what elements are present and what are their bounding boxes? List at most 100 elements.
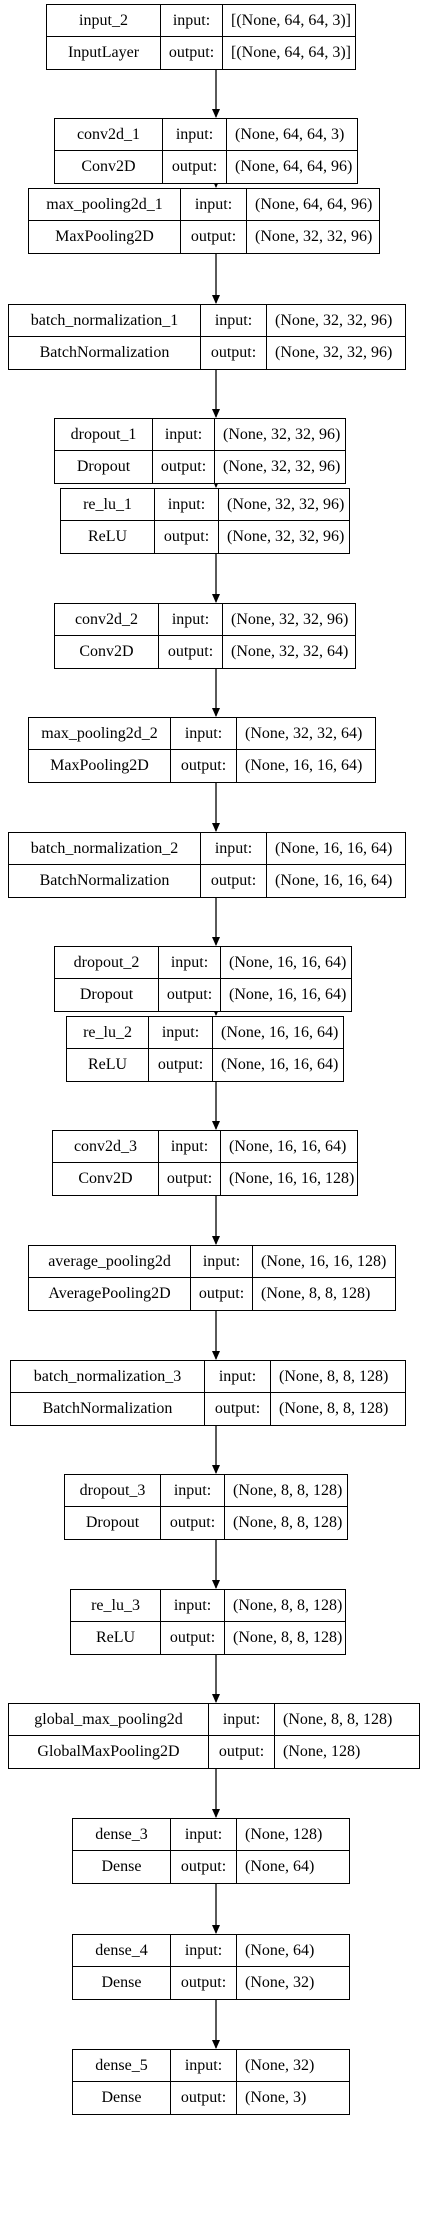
- layer-name: batch_normalization_1: [9, 305, 201, 337]
- layer-type: MaxPooling2D: [29, 221, 181, 253]
- layer-type: AveragePooling2D: [29, 1278, 191, 1310]
- output-label: output:: [159, 636, 223, 668]
- input-label: input:: [171, 1935, 237, 1967]
- input-label: input:: [161, 5, 223, 37]
- input-shape: (None, 8, 8, 128): [225, 1590, 345, 1622]
- output-shape: (None, 16, 16, 64): [275, 872, 393, 889]
- output-label: output:: [161, 1507, 225, 1539]
- layer-type: BatchNormalization: [11, 1393, 205, 1425]
- input-label: input:: [163, 119, 227, 151]
- output-label: output:: [205, 1393, 271, 1425]
- layer-name: dropout_2: [55, 947, 159, 979]
- input-shape: (None, 64, 64, 3): [227, 119, 357, 151]
- input-label: input:: [161, 1590, 225, 1622]
- input-label: input:: [201, 833, 267, 865]
- layer-name: average_pooling2d: [29, 1246, 191, 1278]
- output-label: output:: [209, 1736, 275, 1768]
- output-shape: (None, 8, 8, 128): [233, 1629, 343, 1646]
- output-label: output:: [171, 1967, 237, 1999]
- layer-type: Conv2D: [55, 151, 163, 183]
- output-shape: (None, 16, 16, 64): [229, 986, 347, 1003]
- output-shape: (None, 128): [283, 1743, 361, 1760]
- output-label: output:: [153, 451, 215, 483]
- output-label: output:: [159, 979, 221, 1011]
- input-shape: (None, 32, 32, 64): [237, 718, 375, 750]
- input-shape: (None, 32): [237, 2050, 349, 2082]
- input-shape: [(None, 64, 64, 3)]: [223, 5, 355, 37]
- input-label: input:: [201, 305, 267, 337]
- input-label: input:: [159, 1131, 221, 1163]
- input-shape: (None, 16, 16, 64): [221, 1131, 357, 1163]
- output-label: output:: [171, 2082, 237, 2114]
- input-shape: (None, 32, 32, 96): [267, 305, 405, 337]
- layer-type: Dense: [73, 1967, 171, 1999]
- output-label: output:: [149, 1049, 213, 1081]
- layer-name: input_2: [47, 5, 161, 37]
- layer-type: BatchNormalization: [9, 865, 201, 897]
- input-shape: (None, 16, 16, 64): [213, 1017, 343, 1049]
- output-shape: (None, 32, 32, 96): [223, 458, 341, 475]
- input-shape: (None, 8, 8, 128): [271, 1361, 405, 1393]
- input-label: input:: [191, 1246, 253, 1278]
- layer-type: ReLU: [67, 1049, 149, 1081]
- output-label: output:: [191, 1278, 253, 1310]
- output-shape: (None, 32): [245, 1974, 315, 1991]
- layer-name: batch_normalization_3: [11, 1361, 205, 1393]
- layer-type: GlobalMaxPooling2D: [9, 1736, 209, 1768]
- input-shape: (None, 8, 8, 128): [275, 1704, 419, 1736]
- input-label: input:: [171, 2050, 237, 2082]
- output-shape: (None, 8, 8, 128): [261, 1285, 371, 1302]
- layer-type: MaxPooling2D: [29, 750, 171, 782]
- layer-type: Dropout: [55, 451, 153, 483]
- layer-name: dense_5: [73, 2050, 171, 2082]
- output-shape: (None, 8, 8, 128): [279, 1400, 389, 1417]
- input-shape: (None, 16, 16, 64): [221, 947, 351, 979]
- input-shape: (None, 64): [237, 1935, 349, 1967]
- layer-type: Conv2D: [53, 1163, 159, 1195]
- output-shape: (None, 16, 16, 64): [245, 757, 363, 774]
- output-shape: (None, 32, 32, 96): [275, 344, 393, 361]
- input-label: input:: [181, 189, 247, 221]
- output-shape: (None, 32, 32, 64): [231, 643, 349, 660]
- layer-name: conv2d_3: [53, 1131, 159, 1163]
- layer-name: conv2d_1: [55, 119, 163, 151]
- input-label: input:: [149, 1017, 213, 1049]
- layer-name: max_pooling2d_2: [29, 718, 171, 750]
- layer-type: Dropout: [65, 1507, 161, 1539]
- layer-name: re_lu_3: [71, 1590, 161, 1622]
- layer-name: batch_normalization_2: [9, 833, 201, 865]
- layer-name: dropout_1: [55, 419, 153, 451]
- input-label: input:: [159, 947, 221, 979]
- layer-type: Conv2D: [55, 636, 159, 668]
- output-label: output:: [181, 221, 247, 253]
- input-label: input:: [159, 604, 223, 636]
- input-label: input:: [155, 489, 219, 521]
- input-shape: (None, 32, 32, 96): [219, 489, 349, 521]
- input-shape: (None, 16, 16, 64): [267, 833, 405, 865]
- output-shape: (None, 64, 64, 96): [235, 158, 353, 175]
- output-label: output:: [201, 865, 267, 897]
- layer-type: Dense: [73, 1851, 171, 1883]
- output-label: output:: [155, 521, 219, 553]
- input-shape: (None, 128): [237, 1819, 349, 1851]
- output-label: output:: [159, 1163, 221, 1195]
- input-shape: (None, 16, 16, 128): [253, 1246, 395, 1278]
- layer-name: max_pooling2d_1: [29, 189, 181, 221]
